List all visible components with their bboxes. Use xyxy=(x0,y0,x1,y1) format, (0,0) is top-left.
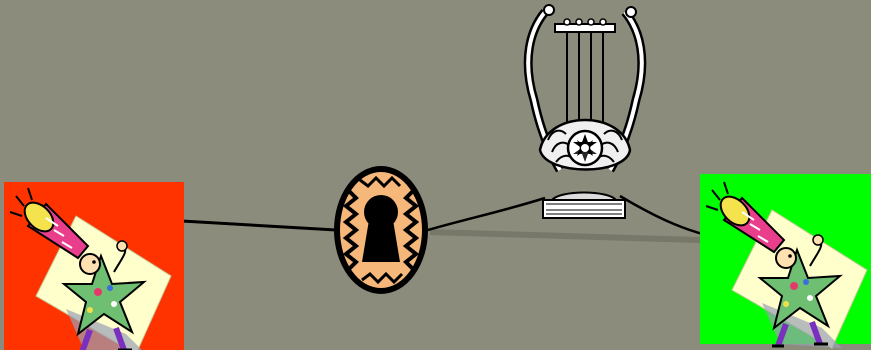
receiver-announcer xyxy=(700,174,871,348)
wire-sender-to-lock xyxy=(181,219,337,232)
wire-shadow xyxy=(429,229,701,243)
wire-lock-to-lyre xyxy=(427,196,546,232)
sender-announcer xyxy=(4,182,184,350)
keyhole-escutcheon-icon xyxy=(334,166,428,294)
lyre-icon xyxy=(523,4,647,219)
